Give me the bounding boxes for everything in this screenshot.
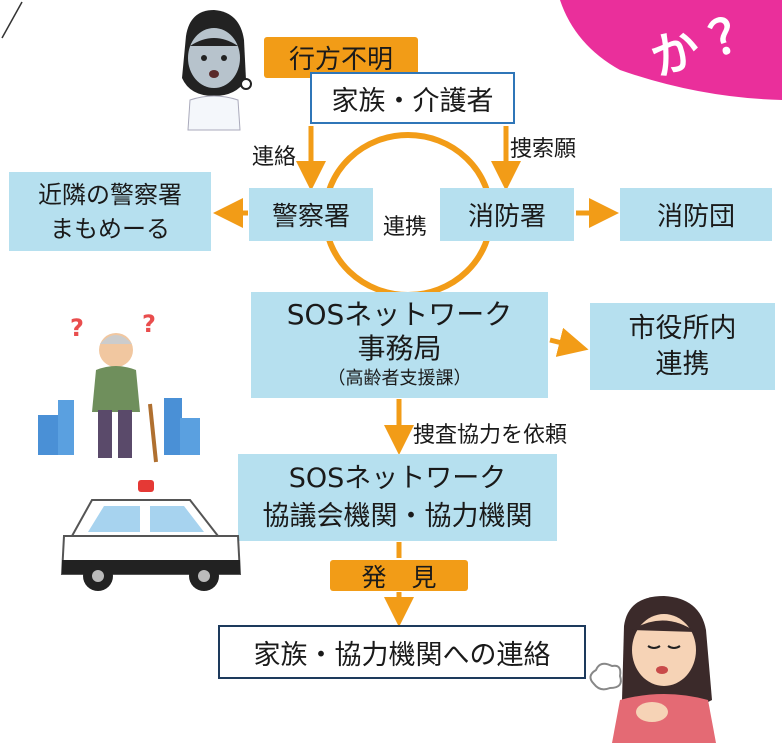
volunteer-fire-box: 消防団: [620, 188, 772, 241]
notify-box: 家族・協力機関への連絡: [218, 625, 586, 679]
family-label: 家族・介護者: [331, 85, 494, 117]
found-tab: 発 見: [330, 560, 468, 592]
request-label: 捜査協力を依頼: [413, 423, 568, 448]
svg-text:?: ?: [142, 310, 156, 338]
svg-text:?: ?: [70, 314, 84, 342]
council-box: SOSネットワーク 協議会機関・協力機関: [238, 454, 557, 541]
secretariat-line-1: SOSネットワーク: [286, 298, 513, 331]
cooperation-label: 連携: [383, 215, 428, 240]
council-line-1: SOSネットワーク: [288, 462, 507, 494]
confused-elderly-man-icon: ? ?: [38, 310, 200, 463]
city-hall-line-2: 連携: [655, 348, 710, 380]
relieved-woman-icon: [589, 596, 716, 743]
police-car-icon: [60, 480, 242, 591]
contact-label: 連絡: [252, 145, 297, 170]
secretariat-box: SOSネットワーク 事務局 （高齢者支援課）: [251, 292, 548, 398]
missing-tab: 行方不明: [264, 37, 418, 78]
secretariat-line-2: 事務局: [357, 332, 442, 365]
secretariat-line-3: （高齢者支援課）: [327, 368, 472, 389]
search-request-label: 捜索願: [510, 137, 577, 162]
family-box: 家族・介護者: [310, 72, 515, 124]
city-hall-line-1: 市役所内: [628, 312, 737, 344]
worried-caregiver-icon: [182, 10, 252, 131]
missing-label: 行方不明: [288, 45, 393, 75]
nearby-police-box: 近隣の警察署 まもめーる: [9, 172, 211, 251]
nearby-line-2: まもめーる: [50, 214, 170, 243]
council-line-2: 協議会機関・協力機関: [262, 500, 533, 532]
city-hall-box: 市役所内 連携: [590, 303, 775, 390]
police-box: 警察署: [249, 188, 373, 241]
arrow-to-city-hall: [549, 327, 589, 357]
police-label: 警察署: [271, 202, 350, 232]
nearby-line-1: 近隣の警察署: [38, 180, 182, 209]
fire-label: 消防署: [467, 202, 546, 232]
found-label: 発 見: [361, 562, 437, 592]
volunteer-fire-label: 消防団: [656, 202, 735, 232]
notify-label: 家族・協力機関への連絡: [253, 639, 551, 671]
fire-box: 消防署: [440, 188, 574, 241]
